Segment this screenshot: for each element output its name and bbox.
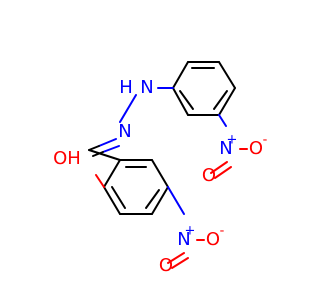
aromatic-inner-bond	[179, 90, 194, 110]
no-double-bond	[167, 252, 185, 264]
nitro-oxygen-label: O	[249, 138, 263, 159]
ring-bond	[103, 186, 121, 215]
hydroxyl-label: OH	[53, 148, 81, 169]
nitrogen-label: N	[140, 77, 153, 98]
positive-charge-label: +	[185, 224, 196, 239]
imine-carbon-bond	[88, 145, 100, 151]
negative-charge-label: -	[263, 133, 268, 148]
ring-bond	[151, 186, 169, 215]
ring-bond	[218, 87, 236, 116]
nitrogen-label: N	[118, 121, 131, 142]
aryl-nitro-bond-lower	[167, 186, 185, 215]
cn-double-bond-secondary	[102, 145, 120, 153]
ring-bond	[172, 61, 189, 89]
nitro-oxygen-label: O	[159, 255, 173, 276]
ring-bond	[218, 61, 236, 89]
lower-benzene-ring	[103, 159, 169, 215]
no-double-bond-secondary	[171, 257, 189, 269]
positive-charge-label: +	[227, 133, 238, 148]
nitro-oxygen-label: O	[202, 165, 216, 186]
chemical-structure: N H N OH N + O - O N + O - O	[53, 61, 268, 276]
substituent-bonds	[95, 114, 227, 215]
ring-bond	[172, 87, 189, 116]
negative-charge-label: -	[220, 224, 225, 239]
nitro-nitrogen-label: N	[177, 229, 190, 250]
atom-labels: N H N OH N + O - O N + O - O	[53, 77, 268, 276]
hydrogen-label: H	[119, 77, 133, 98]
hydrazone-linker	[88, 87, 174, 161]
upper-benzene-ring	[172, 61, 236, 116]
nitro-oxygen-label: O	[206, 229, 220, 250]
cn-double-bond-primary	[98, 138, 117, 147]
no-double-bond-secondary	[214, 166, 232, 179]
ring-bond	[151, 159, 169, 188]
nitro-nitrogen-label: N	[219, 138, 232, 159]
upper-nitro-group	[210, 148, 248, 179]
aromatic-inner-bond	[145, 189, 160, 209]
ring-bond	[103, 159, 121, 188]
aryl-nitro-bond-upper	[218, 114, 227, 127]
aromatic-inner-bond	[213, 90, 228, 110]
lower-nitro-group	[167, 239, 205, 269]
aromatic-inner-bond	[111, 186, 126, 209]
no-double-bond	[210, 161, 228, 174]
nn-bond	[119, 94, 137, 123]
imine-carbon-bond-secondary	[92, 151, 104, 157]
vinyl-to-ring-bond	[88, 149, 121, 161]
phenol-oxygen-bond	[95, 174, 105, 188]
